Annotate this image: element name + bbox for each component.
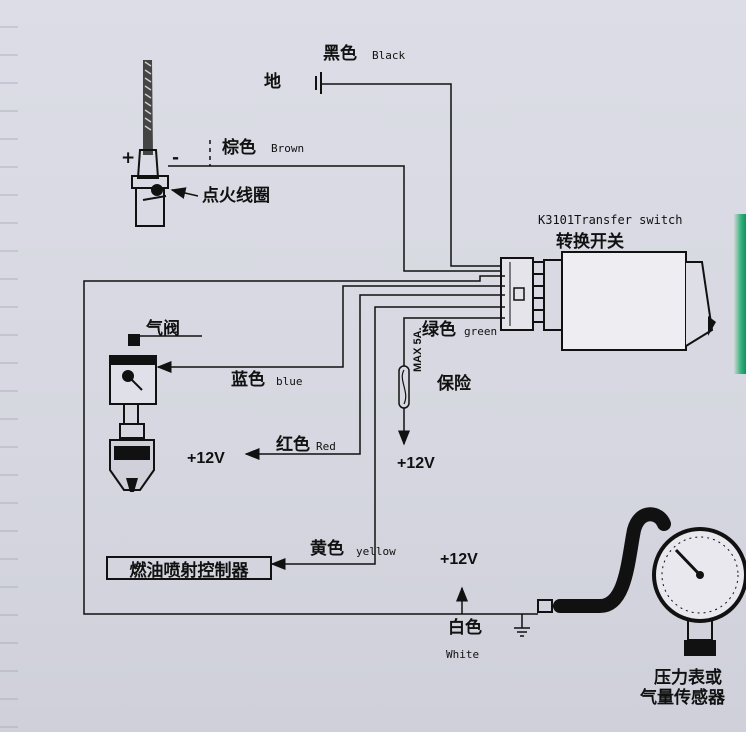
ground-icon (315, 72, 322, 94)
coil-label: 点火线圈 (202, 186, 270, 206)
voltage-fuse: +12V (397, 455, 435, 472)
white-label-cn: 白色 (448, 618, 482, 638)
yellow-label-cn: 黄色 (310, 539, 344, 559)
green-label-en: green (464, 325, 498, 338)
black-label-cn: 黑色 (323, 44, 357, 64)
green-edge (734, 214, 746, 374)
white-label-en: White (446, 648, 480, 661)
coil-plus: + (121, 148, 136, 168)
fuse-label: 保险 (437, 374, 471, 394)
fuel-injection-controller-box: 燃油喷射控制器 (106, 556, 272, 581)
blue-label-cn: 蓝色 (231, 370, 265, 390)
brown-label-en: Brown (271, 142, 305, 155)
ecu-label: 燃油喷射控制器 (129, 560, 249, 581)
binder-holes (0, 0, 18, 732)
valve-label: 气阀 (146, 319, 180, 339)
switch-model-title: K3101Transfer switch (538, 213, 683, 227)
ground-icon (514, 614, 530, 637)
red-label-en: Red (316, 440, 336, 453)
brown-label-cn: 棕色 (222, 138, 256, 158)
voltage-red: +12V (187, 450, 225, 467)
fuse-rating: MAX 5A. (412, 327, 424, 372)
ignition-coil-icon (131, 60, 169, 227)
ground-label: 地 (264, 72, 281, 92)
voltage-white: +12V (440, 551, 478, 568)
gauge-label-line2: 气量传感器 (640, 688, 725, 708)
red-label-cn: 红色 (276, 435, 310, 455)
blue-label-en: blue (276, 375, 303, 388)
green-label-cn: 绿色 (422, 320, 456, 340)
fuse-icon (398, 365, 410, 409)
yellow-label-en: yellow (356, 545, 396, 558)
black-label-en: Black (372, 49, 406, 62)
gas-valve-icon (109, 334, 202, 492)
coil-minus: - (172, 148, 180, 168)
gauge-label-line1: 压力表或 (654, 668, 722, 688)
transfer-switch-icon (561, 251, 716, 351)
pressure-gauge-icon (537, 507, 746, 656)
connector-icon (500, 257, 563, 331)
switch-label: 转换开关 (556, 232, 624, 252)
